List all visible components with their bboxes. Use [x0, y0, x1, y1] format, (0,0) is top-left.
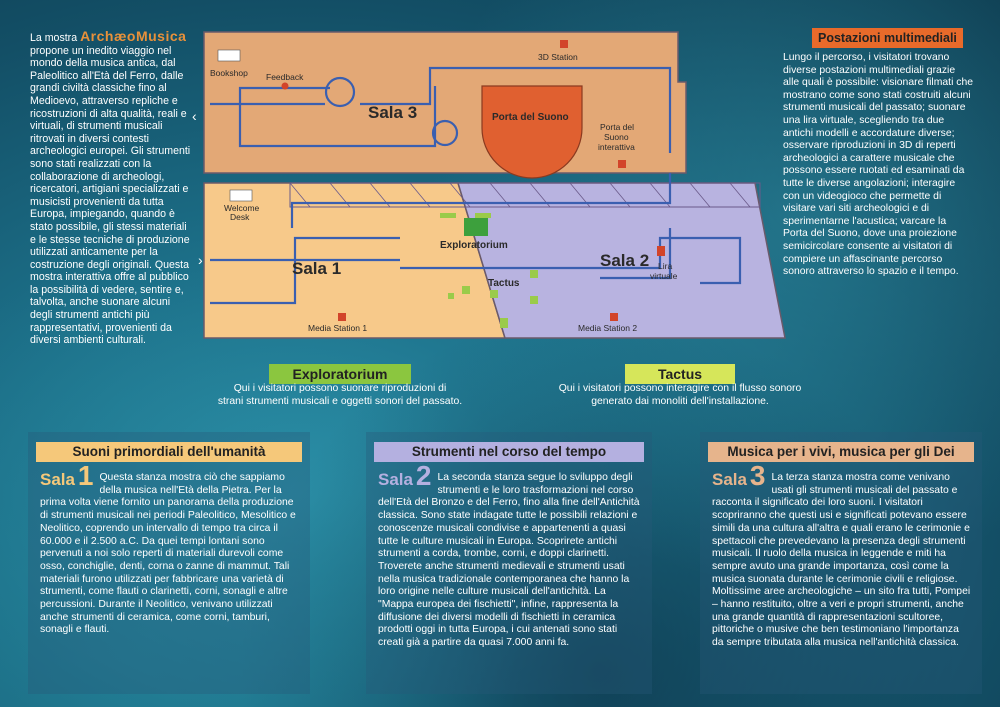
panel2-title: Strumenti nel corso del tempo: [374, 442, 644, 462]
svg-text:Lira virtuale: Lira virtuale: [650, 261, 678, 281]
panel-sala3: Musica per i vivi, musica per gli Dei Sa…: [700, 432, 982, 694]
panel1-body: Sala 1 Questa stanza mostra ciò che sapp…: [40, 462, 300, 637]
porta-interattiva-3: interattiva: [598, 142, 635, 152]
exploratorium-plan-label: Exploratorium: [440, 240, 508, 251]
panel1-sala-tag: Sala 1: [40, 462, 93, 490]
panel3-sala-word: Sala: [712, 470, 747, 489]
exploratorium-title: Exploratorium: [269, 364, 411, 384]
svg-text:Welcome Desk: Welcome Desk: [224, 203, 262, 222]
panel1-sala-num: 1: [77, 460, 94, 491]
brand-name: ArchæoMusica: [80, 28, 187, 44]
lira-2: virtuale: [650, 271, 678, 281]
panel3-body: Sala 3 La terza stanza mostra come veniv…: [712, 462, 972, 650]
exploratorium-desc-1: Qui i visitatori possono suonare riprodu…: [233, 383, 447, 394]
panel2-sala-num: 2: [415, 460, 432, 491]
welcome-1: Welcome: [224, 203, 260, 213]
exploratorium-marker: [464, 218, 488, 236]
porta-interattiva-2: Suono: [604, 132, 629, 142]
entrance-arrow-lower: ›: [198, 252, 203, 268]
panel1-text: Questa stanza mostra ciò che sappiamo de…: [40, 472, 296, 636]
exploratorium-desc-2: strani strumenti musicali e oggetti sono…: [217, 395, 463, 407]
floor-plan: Sala 3 Sala 1 Sala 2 Porta del Suono 3D …: [203, 31, 786, 339]
tactus-plan-label: Tactus: [488, 278, 520, 289]
panel3-title: Musica per i vivi, musica per gli Dei: [708, 442, 974, 462]
panel2-sala-tag: Sala 2: [378, 462, 431, 490]
exploratorium-desc: Qui i visitatori possono suonare riprodu…: [180, 383, 500, 408]
intro-lead: La mostra: [30, 32, 78, 44]
sala3-label: Sala 3: [368, 103, 417, 122]
intro-text: La mostra ArchæoMusica propone un inedit…: [30, 28, 195, 347]
entrance-arrow-upper: ‹: [192, 108, 197, 124]
porta-interattiva-1: Porta del: [600, 122, 634, 132]
sala1-label: Sala 1: [292, 259, 341, 278]
multimedia-text: Lungo il percorso, i visitatori trovano …: [783, 52, 974, 278]
feedback-label: Feedback: [266, 72, 304, 82]
media2-label: Media Station 2: [578, 323, 637, 333]
media1-label: Media Station 1: [308, 323, 367, 333]
tactus-desc: Qui i visitatori possono interagire con …: [530, 383, 830, 408]
panel3-sala-num: 3: [749, 460, 766, 491]
porta-del-suono: [481, 85, 583, 179]
sala2-label: Sala 2: [600, 251, 649, 270]
station3d-label: 3D Station: [538, 52, 578, 62]
panel3-sala-tag: Sala 3: [712, 462, 765, 490]
panel1-sala-word: Sala: [40, 470, 75, 489]
panel3-text: La terza stanza mostra come venivano usa…: [712, 472, 971, 649]
panel2-sala-word: Sala: [378, 470, 413, 489]
panel1-title: Suoni primordiali dell'umanità: [36, 442, 302, 462]
intro-body: propone un inedito viaggio nel mondo del…: [30, 44, 191, 347]
tactus-desc-2: generato dai monoliti dell'installazione…: [591, 395, 769, 407]
tactus-title: Tactus: [625, 364, 735, 384]
panel2-body: Sala 2 La seconda stanza segue lo svilup…: [378, 462, 642, 650]
svg-text:Porta del Suono intera: Porta del Suono interattiva: [598, 122, 636, 152]
panel2-text: La seconda stanza segue lo sviluppo degl…: [378, 472, 640, 649]
welcome-2: Desk: [230, 212, 250, 222]
porta-label: Porta del Suono: [492, 112, 569, 123]
lira-1: Lira: [658, 261, 672, 271]
panel-sala1: Suoni primordiali dell'umanità Sala 1 Qu…: [28, 432, 310, 694]
panel-sala2: Strumenti nel corso del tempo Sala 2 La …: [366, 432, 652, 694]
tactus-desc-1: Qui i visitatori possono interagire con …: [558, 383, 802, 394]
bookshop-label: Bookshop: [210, 68, 248, 78]
multimedia-title: Postazioni multimediali: [812, 28, 963, 48]
